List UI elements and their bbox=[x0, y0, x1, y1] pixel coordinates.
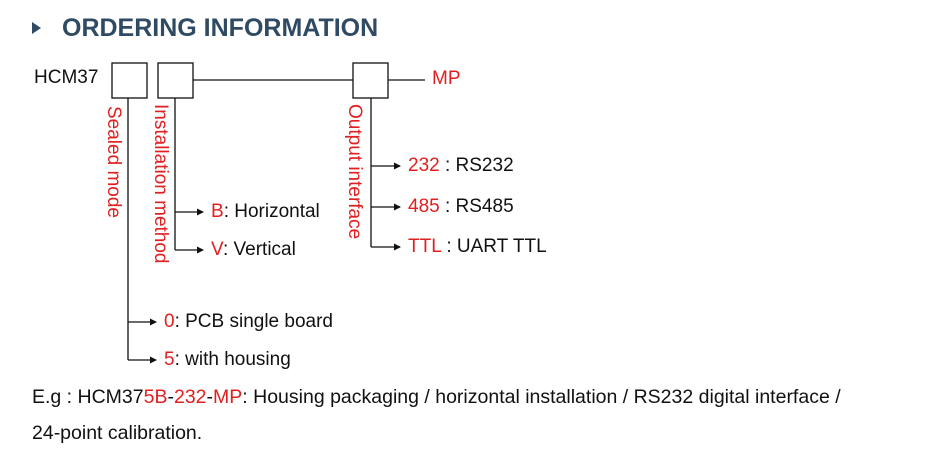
model-suffix: MP bbox=[432, 68, 461, 89]
section-title: ORDERING INFORMATION bbox=[62, 14, 379, 42]
sealed-option-5: 5: with housing bbox=[164, 349, 291, 370]
label-output-interface: Output interface bbox=[344, 104, 365, 240]
output-option-232: 232 : RS232 bbox=[408, 155, 514, 176]
output-option-485: 485 : RS485 bbox=[408, 196, 514, 217]
sealed-option-0: 0: PCB single board bbox=[164, 311, 333, 332]
install-option-v: V: Vertical bbox=[211, 239, 296, 260]
box-output-interface bbox=[352, 62, 389, 99]
example-line: E.g : HCM375B-232-MP: Housing packaging … bbox=[32, 386, 841, 408]
install-option-b: B: Horizontal bbox=[211, 201, 320, 222]
label-sealed-mode: Sealed mode bbox=[103, 106, 124, 218]
box-sealed-mode bbox=[111, 62, 148, 99]
box-installation-method bbox=[157, 62, 194, 99]
triangle-right-icon bbox=[32, 22, 41, 34]
model-prefix: HCM37 bbox=[34, 67, 99, 88]
label-installation-method: Installation method bbox=[150, 104, 171, 264]
example-line-2: 24-point calibration. bbox=[32, 422, 203, 444]
output-option-ttl: TTL : UART TTL bbox=[408, 236, 547, 257]
